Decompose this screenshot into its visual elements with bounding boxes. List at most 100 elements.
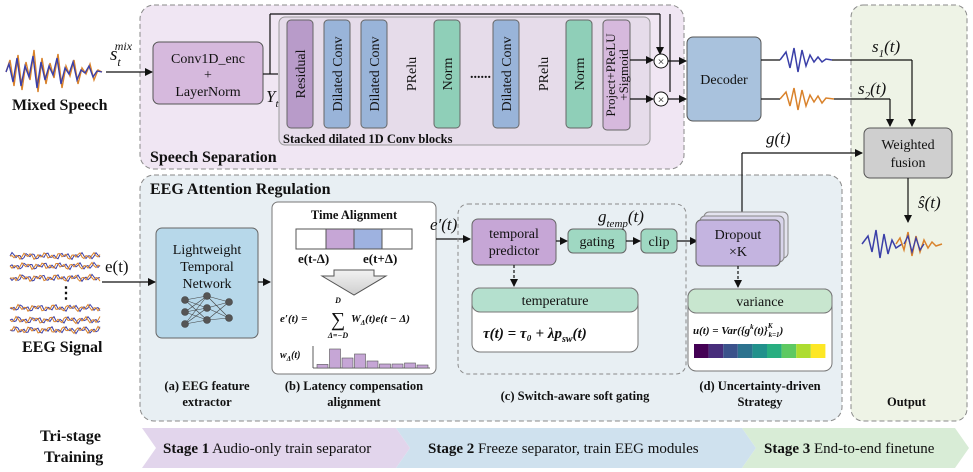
e-t-plus-delta: e(t+Δ) — [363, 251, 397, 266]
weight-bar-2 — [341, 357, 354, 369]
e-prime-label: e′(t) — [430, 215, 458, 234]
svg-text:∑: ∑ — [331, 309, 345, 331]
mixed-speech-label: Mixed Speech — [12, 97, 108, 114]
module-a-caption2: extractor — [182, 395, 232, 409]
module-b-caption2: alignment — [327, 395, 381, 409]
weight-bar-7 — [404, 362, 416, 369]
stage3-chevron — [742, 428, 969, 468]
eeg-channel-1-1 — [9, 261, 101, 271]
eeg-channel-1-0 — [9, 261, 101, 271]
svg-text:predictor: predictor — [489, 244, 540, 259]
eeg-regulation-title: EEG Attention Regulation — [150, 181, 331, 198]
equation-lhs: e′(t) = — [280, 313, 307, 325]
mixed-speech-waveform — [5, 49, 103, 93]
temperature-equation: τ(t) = τ₀ + λpsw(t) — [483, 326, 587, 345]
colorbar-cell-7 — [796, 344, 811, 358]
weight-histogram — [316, 348, 429, 369]
clip-label: clip — [649, 235, 670, 250]
stack-block-label-3: PRelu — [405, 57, 420, 91]
speaker1-waveform — [779, 47, 833, 73]
svg-text:×K: ×K — [729, 245, 747, 260]
weights-label: wΔ(t) — [280, 350, 301, 363]
module-d-caption2: Strategy — [737, 395, 783, 409]
eeg-input-symbol: e(t) — [105, 257, 129, 276]
colorbar-cell-4 — [752, 344, 767, 358]
stack-block-5 — [492, 19, 520, 129]
colorbar-cell-5 — [767, 344, 782, 358]
switch-aware-gating-panel — [457, 203, 687, 375]
encoder-line3: LayerNorm — [175, 85, 240, 100]
g-temp-label: gtemp(t) — [598, 207, 644, 230]
variance-label: variance — [736, 295, 783, 310]
weight-bar-5 — [379, 363, 391, 369]
encoder-box — [152, 41, 264, 105]
training-label-line1: Tri-stage — [40, 428, 101, 445]
module-d-caption1: (d) Uncertainty-driven — [699, 379, 820, 393]
fused-output-waveform — [861, 229, 943, 259]
svg-text:D: D — [334, 296, 341, 305]
stack-block-label-7: Norm — [573, 58, 588, 91]
s1-label: s1(t) — [872, 37, 901, 60]
stack-dots: ...... — [470, 67, 491, 82]
stack-block-label-5: Dilated Conv — [500, 36, 515, 111]
stack-block-label-1: Dilated Conv — [331, 36, 346, 111]
module-b-caption1: (b) Latency compensation — [285, 379, 423, 393]
eeg-channel-3-1 — [9, 303, 101, 313]
stack-block-label-4: Norm — [441, 58, 456, 91]
stack-caption: Stacked dilated 1D Conv blocks — [283, 132, 453, 146]
stage1-chevron — [142, 428, 410, 468]
temperature-label: temperature — [522, 294, 589, 309]
output-title: Output — [887, 395, 927, 409]
svg-text:×: × — [658, 93, 665, 107]
output-panel — [850, 4, 968, 422]
svg-text:Dropout: Dropout — [715, 228, 762, 243]
svg-text:×: × — [658, 55, 665, 69]
speech-separation-title: Speech Separation — [150, 149, 277, 166]
module-a-line3: Network — [183, 277, 232, 292]
stack-block-2 — [360, 19, 388, 129]
g-label: g(t) — [766, 129, 791, 148]
eeg-channel-2-1 — [9, 273, 101, 283]
stack-block-label-6: PRelu — [537, 57, 552, 91]
eeg-signal-label: EEG Signal — [22, 339, 103, 356]
stage3-label: Stage 3 End-to-end finetune — [764, 441, 935, 457]
stack-block-0 — [286, 19, 314, 129]
project-label: Project+PReLU+Sigmoid — [603, 33, 631, 117]
module-a-caption1: (a) EEG feature — [164, 379, 250, 393]
eeg-channel-5-1 — [10, 325, 101, 335]
time-alignment-title: Time Alignment — [311, 208, 398, 222]
training-label-line2: Training — [44, 449, 103, 466]
colorbar-cell-1 — [708, 344, 724, 358]
colorbar-cell-3 — [737, 344, 753, 358]
stack-block-label-0: Residual — [294, 49, 309, 98]
stage2-label: Stage 2 Freeze separator, train EEG modu… — [428, 441, 699, 457]
weight-bar-0 — [316, 364, 329, 369]
equation-rhs: WΔ(t)e(t − Δ) — [351, 313, 410, 327]
weight-bar-8 — [416, 364, 429, 369]
downward-arrow-icon — [320, 269, 388, 296]
fusion-line1: Weighted — [881, 138, 934, 153]
stack-block-label-2: Dilated Conv — [368, 36, 383, 111]
e-t-minus-delta: e(t-Δ) — [298, 251, 329, 266]
svg-text:temporal: temporal — [489, 227, 539, 242]
eeg-channel-0-1 — [9, 251, 101, 261]
s2-label: s2(t) — [858, 79, 887, 102]
colorbar-cell-0 — [694, 344, 709, 358]
eeg-channel-4-0 — [9, 315, 101, 325]
weight-bar-6 — [391, 363, 404, 369]
fusion-line2: fusion — [891, 156, 926, 171]
mixture-symbol: stmix — [110, 39, 133, 69]
stack-block-1 — [323, 19, 351, 129]
svg-text:Δ=−D: Δ=−D — [327, 331, 348, 340]
encoder-line2: + — [204, 68, 212, 83]
fused-output-label: ŝ(t) — [918, 193, 941, 212]
stack-block-7 — [565, 19, 593, 129]
weight-bar-4 — [366, 360, 379, 369]
eeg-feature-extractor-box — [155, 227, 259, 339]
colorbar-cell-2 — [723, 344, 738, 358]
module-c-caption: (c) Switch-aware soft gating — [501, 389, 650, 403]
encoder-line1: Conv1D_enc — [171, 52, 245, 67]
variance-colorbar — [694, 344, 826, 358]
stack-block-4 — [433, 19, 461, 129]
